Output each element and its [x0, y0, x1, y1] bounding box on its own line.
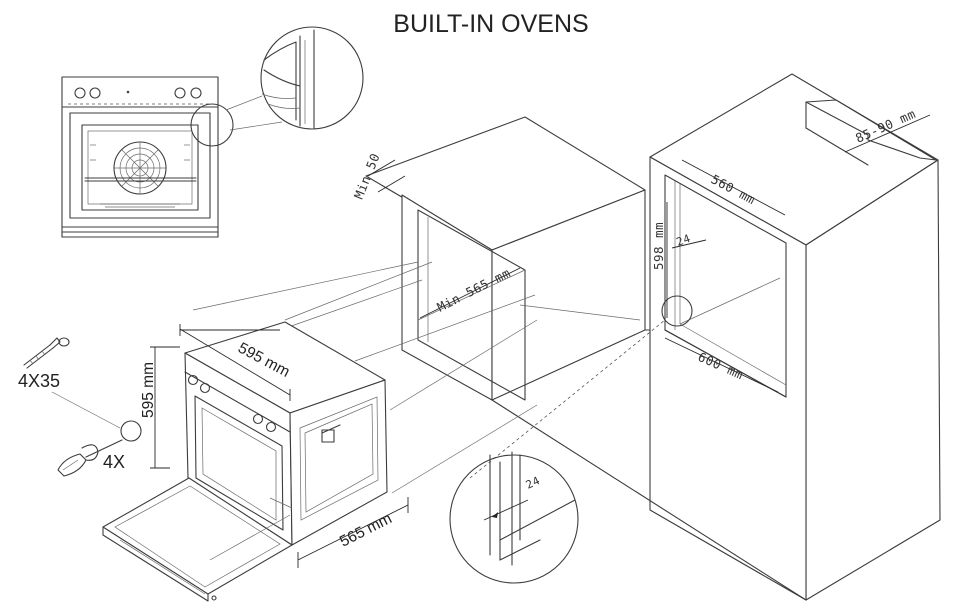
screw-quantity-label: 4X — [103, 452, 125, 472]
cabinet-side-gap-label: 24 — [675, 232, 693, 249]
zoom-detail-gap: 24 — [449, 451, 579, 584]
oven-height-label: 595 mm — [140, 362, 157, 418]
detail-gap-label: 24 — [524, 474, 542, 492]
oven-front-view — [61, 76, 234, 238]
screwdriver-icon — [57, 439, 123, 477]
alignment-lines — [192, 261, 693, 494]
fan-icon — [113, 141, 167, 195]
screw-hole-marker — [120, 420, 142, 442]
kitchen-cabinet — [365, 73, 941, 601]
cabinet-niche-height-label: 598 mm — [651, 222, 666, 270]
screw-icon — [23, 337, 70, 369]
oven-isometric — [102, 321, 388, 602]
diagram-title: BUILT-IN OVENS — [393, 10, 588, 38]
oven-depth-label: 565 mm — [337, 510, 395, 551]
zoom-detail-hinge — [225, 26, 364, 131]
screw-size-label: 4X35 — [18, 371, 60, 391]
